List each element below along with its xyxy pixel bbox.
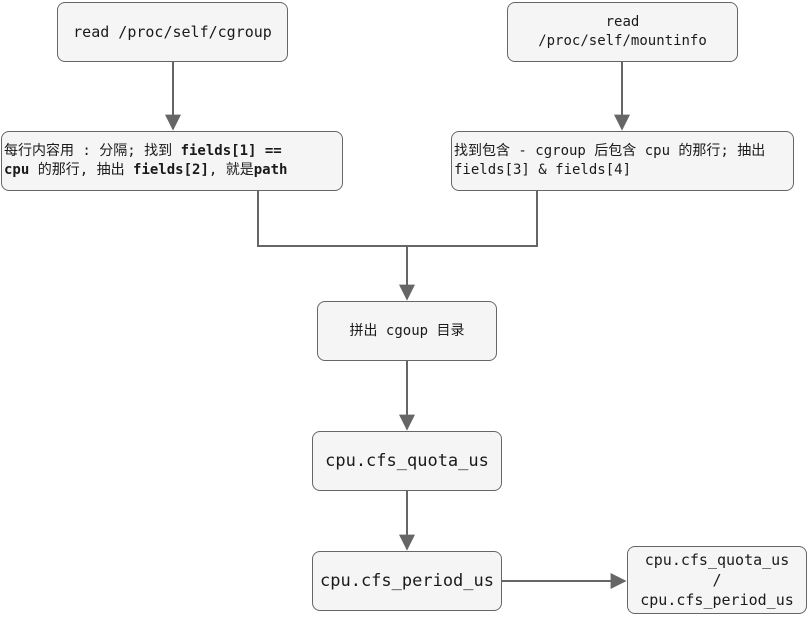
- parse-cgroup-fields1: fields[1] ==: [180, 143, 282, 160]
- quota-file-label: cpu.cfs_quota_us: [325, 450, 489, 471]
- edge-parse-cgroup-to-join: [257, 191, 415, 301]
- parse-cgroup-fields2: fields[2]: [133, 162, 209, 178]
- parse-cgroup-node: 每行内容用 : 分隔; 找到 fields[1] == cpu 的那行, 抽出 f…: [1, 131, 343, 191]
- join-dir-label: 拼出 cgoup 目录: [349, 322, 465, 339]
- parse-cgroup-path: path: [253, 162, 288, 178]
- quota-file-node: cpu.cfs_quota_us: [312, 431, 502, 491]
- parse-cgroup-cpu: cpu: [4, 162, 30, 178]
- parse-cgroup-text-3: , 就是: [208, 162, 254, 178]
- join-dir-node: 拼出 cgoup 目录: [317, 301, 497, 361]
- ratio-node: cpu.cfs_quota_us / cpu.cfs_period_us: [627, 546, 807, 614]
- read-cgroup-label: read /proc/self/cgroup: [73, 22, 272, 41]
- ratio-label: cpu.cfs_quota_us / cpu.cfs_period_us: [640, 550, 794, 610]
- edge-parse-mountinfo-to-join: [407, 191, 538, 247]
- parse-mountinfo-node: 找到包含 - cgroup 后包含 cpu 的那行; 抽出 fields[3] …: [451, 131, 794, 191]
- parse-cgroup-text-1: 每行内容用 : 分隔; 找到: [4, 143, 181, 160]
- parse-cgroup-text-2: 的那行, 抽出: [29, 162, 134, 178]
- parse-cgroup-label: 每行内容用 : 分隔; 找到 fields[1] == cpu 的那行, 抽出 f…: [4, 142, 287, 180]
- period-file-label: cpu.cfs_period_us: [320, 570, 494, 591]
- read-cgroup-node: read /proc/self/cgroup: [57, 2, 288, 62]
- read-mountinfo-node: read /proc/self/mountinfo: [507, 2, 738, 62]
- parse-mountinfo-label: 找到包含 - cgroup 后包含 cpu 的那行; 抽出 fields[3] …: [454, 143, 766, 178]
- period-file-node: cpu.cfs_period_us: [312, 551, 502, 611]
- read-mountinfo-label: read /proc/self/mountinfo: [538, 14, 707, 49]
